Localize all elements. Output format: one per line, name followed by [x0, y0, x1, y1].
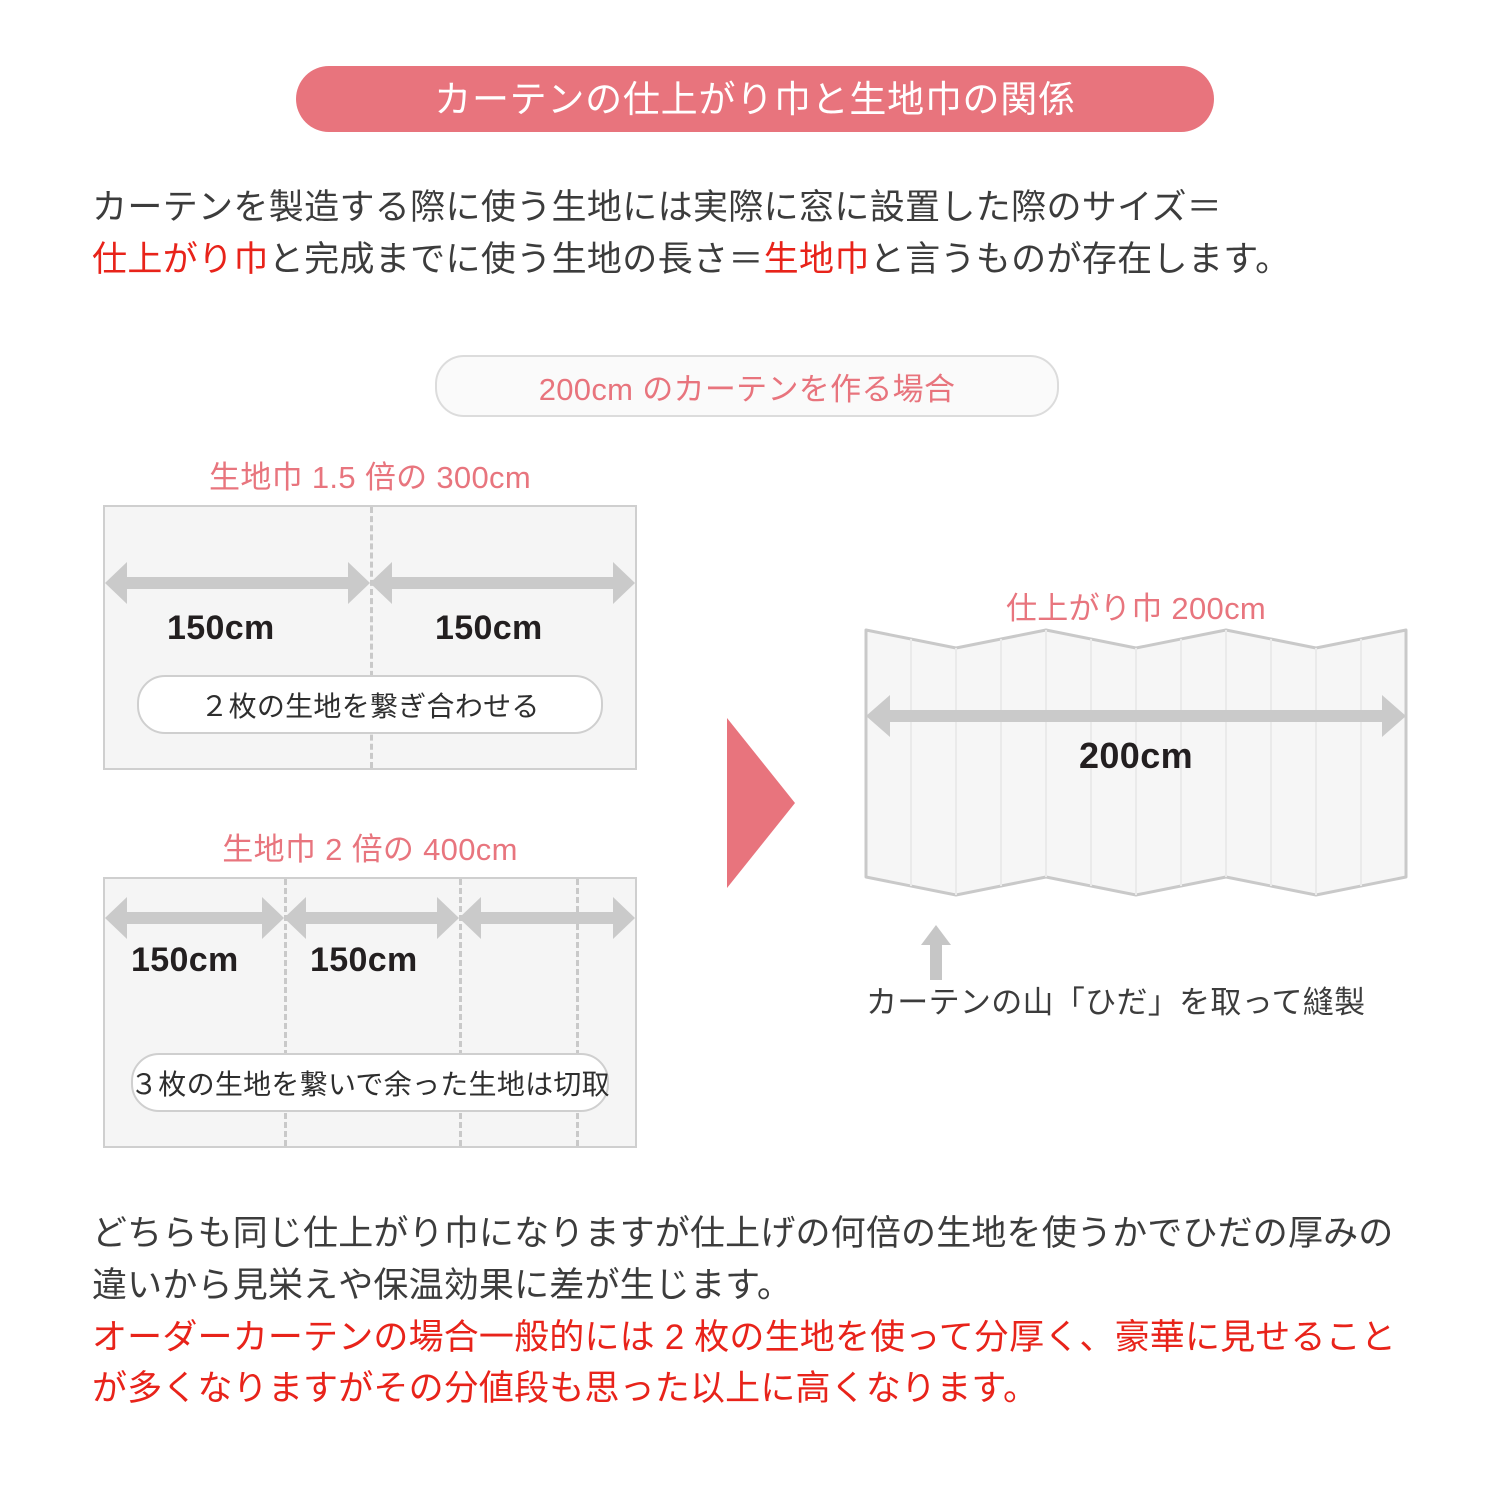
arrow-up-tip [921, 925, 951, 945]
dimension-arrow [459, 897, 635, 939]
arrow-head-left-icon [459, 897, 482, 939]
title-banner: カーテンの仕上がり巾と生地巾の関係 [296, 66, 1214, 132]
arrow-shaft [475, 912, 619, 924]
arrow-head-right-icon [1382, 695, 1406, 737]
fabric-note-label: ３枚の生地を繋いで余った生地は切取 [130, 1068, 610, 1100]
arrow-head-right-icon [261, 897, 284, 939]
dimension-arrow-row [105, 562, 635, 604]
dimension-label: 150cm [435, 609, 543, 647]
fabric-divider [370, 507, 373, 768]
intro-line2-text: と完成までに使う生地の長さ＝ [268, 239, 764, 279]
curtain-dimension-label: 200cm [1079, 735, 1193, 776]
page-title: カーテンの仕上がり巾と生地巾の関係 [434, 78, 1076, 120]
triangle-right-icon [727, 718, 795, 888]
panel-heading-400: 生地巾 2 倍の 400cm [222, 832, 518, 867]
fabric-box-400: 150cm 150cm ３枚の生地を繋いで余った生地は切取 [103, 877, 637, 1148]
dimension-arrow [105, 897, 284, 939]
arrow-head-left-icon [105, 562, 127, 604]
dimension-label: 150cm [131, 941, 239, 979]
fabric-divider [576, 879, 580, 1146]
curtain-caption: カーテンの山「ひだ」を取って縫製 [866, 985, 1366, 1020]
arrow-head-left-icon [370, 562, 392, 604]
curtain-illustration [862, 620, 1410, 905]
case-pill-label: 200cm のカーテンを作る場合 [538, 371, 956, 407]
dimension-arrow [105, 562, 370, 604]
intro-highlight-finished-width: 仕上がり巾 [92, 239, 269, 279]
arrow-head-right-icon [612, 897, 635, 939]
fabric-note-label: ２枚の生地を繋ぎ合わせる [200, 690, 540, 722]
arrow-shaft [386, 577, 619, 589]
fabric-note-pill: ３枚の生地を繋いで余った生地は切取 [130, 1053, 610, 1112]
arrow-shaft [121, 912, 268, 924]
arrow-shaft [121, 577, 354, 589]
intro-highlight-fabric-width: 生地巾 [763, 239, 870, 279]
arrow-head-left-icon [105, 897, 127, 939]
arrow-up-icon [921, 925, 951, 980]
arrow-head-right-icon [613, 562, 635, 604]
dimension-label: 150cm [310, 941, 418, 979]
curtain-heading: 仕上がり巾 200cm [1005, 591, 1267, 626]
arrow-shaft [299, 912, 444, 924]
fabric-box-300: 150cm 150cm ２枚の生地を繋ぎ合わせる [103, 505, 637, 770]
intro-paragraph: カーテンを製造する際に使う生地には実際に窓に設置した際のサイズ＝ 仕上がり巾と完… [92, 182, 1422, 286]
dimension-arrow [283, 897, 460, 939]
case-pill: 200cm のカーテンを作る場合 [435, 355, 1059, 417]
arrow-head-right-icon [437, 897, 460, 939]
panel-heading-300: 生地巾 1.5 倍の 300cm [209, 460, 531, 495]
outro-red-text: オーダーカーテンの場合一般的には 2 枚の生地を使って分厚く、豪華に見せることが… [92, 1317, 1396, 1409]
fabric-note-pill: ２枚の生地を繋ぎ合わせる [137, 675, 603, 734]
fabric-divider [459, 879, 463, 1146]
dimension-label: 150cm [167, 609, 275, 647]
dimension-arrow [370, 562, 635, 604]
intro-line2-tail: と言うものが存在します。 [869, 239, 1291, 279]
arrow-shaft [884, 710, 1388, 722]
curtain-dimension-arrow [866, 695, 1406, 737]
fabric-divider [283, 879, 287, 1146]
intro-line1-text: カーテンを製造する際に使う生地には実際に窓に設置した際のサイズ＝ [92, 188, 1223, 227]
outro-gray-text: どちらも同じ仕上がり巾になりますが仕上げの何倍の生地を使うかでひだの厚みの違いか… [92, 1214, 1394, 1305]
dimension-arrow-row [105, 897, 635, 939]
arrow-head-right-icon [348, 562, 370, 604]
arrow-up-stem [930, 942, 942, 980]
arrow-head-left-icon [283, 897, 306, 939]
outro-paragraph: どちらも同じ仕上がり巾になりますが仕上げの何倍の生地を使うかでひだの厚みの違いか… [92, 1208, 1427, 1415]
